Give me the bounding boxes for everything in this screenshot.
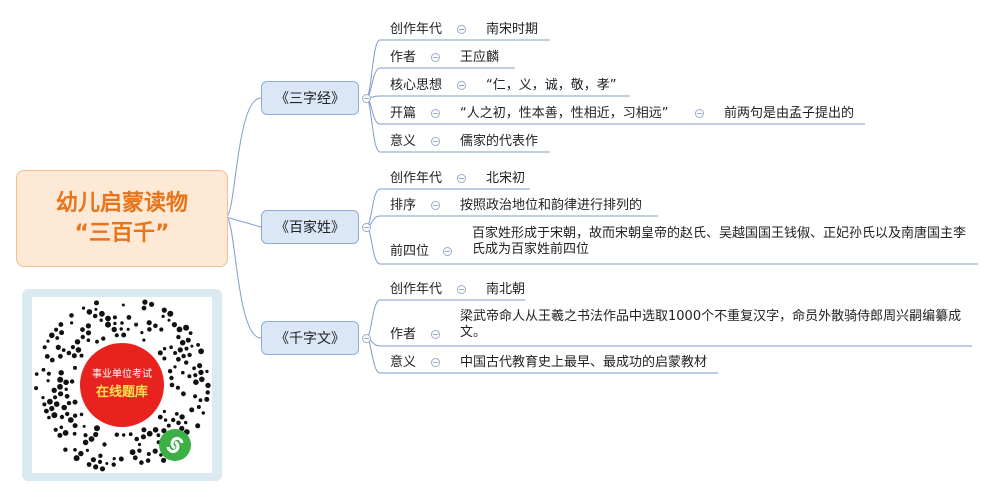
item-key: 排序 [390, 198, 417, 213]
item-key: 创作年代 [390, 171, 443, 186]
item-value: 南宋时期 [486, 22, 539, 37]
item-value: “仁，义，诚，敬，孝” [486, 78, 617, 93]
item-key: 前四位 [390, 244, 430, 259]
item-subvalue: 前两句是由孟子提出的 [724, 106, 855, 121]
item-value: “人之初，性本善，性相近，习相远” [460, 106, 669, 121]
root-topic[interactable]: 幼儿启蒙读物 “三百千” [16, 170, 228, 267]
mini-program-icon [159, 429, 191, 461]
collapse-icon[interactable] [457, 285, 466, 294]
collapse-icon[interactable] [431, 358, 440, 367]
root-title-line2: “三百千” [74, 220, 170, 246]
collapse-icon[interactable] [457, 174, 466, 183]
item-key: 作者 [390, 327, 417, 342]
branch-label: 《三字经》 [275, 91, 345, 107]
branch-label: 《千字文》 [275, 331, 345, 347]
item-key: 创作年代 [390, 22, 443, 37]
item-key: 开篇 [390, 106, 417, 121]
item-value: 儒家的代表作 [460, 134, 539, 149]
collapse-icon[interactable] [431, 109, 440, 118]
collapse-icon[interactable] [431, 137, 440, 146]
branch-baijiaxing[interactable]: 《百家姓》 [261, 210, 359, 244]
collapse-icon[interactable] [431, 330, 440, 339]
collapse-icon[interactable] [457, 81, 466, 90]
qr-line2: 在线题库 [96, 384, 148, 400]
collapse-icon[interactable] [362, 94, 371, 103]
collapse-icon[interactable] [362, 223, 371, 232]
qr-center-badge [80, 343, 164, 427]
item-value: 南北朝 [486, 282, 526, 297]
item-value: 北宋初 [486, 171, 526, 186]
collapse-icon[interactable] [431, 201, 440, 210]
item-value: 梁武帝命人从王羲之书法作品中选取1000个不重复汉字，命员外散骑侍郎周兴嗣编纂成… [460, 309, 962, 340]
item-key: 作者 [390, 50, 417, 65]
root-title-line1: 幼儿启蒙读物 [55, 190, 188, 216]
item-value: 按照政治地位和韵律进行排列的 [460, 198, 643, 213]
collapse-icon[interactable] [362, 334, 371, 343]
item-value: 王应麟 [460, 50, 500, 65]
qr-pattern: 事业单位考试 在线题库 [34, 299, 211, 472]
branch-sanzijing[interactable]: 《三字经》 [261, 81, 359, 115]
qr-code-panel: 事业单位考试 在线题库 [22, 289, 222, 481]
item-value: 中国古代教育史上最早、最成功的启蒙教材 [460, 355, 708, 370]
collapse-icon[interactable] [443, 247, 452, 256]
item-key: 核心思想 [390, 78, 443, 93]
branch-label: 《百家姓》 [275, 220, 345, 236]
collapse-icon[interactable] [457, 25, 466, 34]
collapse-icon[interactable] [431, 53, 440, 62]
item-key: 意义 [390, 355, 417, 370]
item-key: 意义 [390, 134, 417, 149]
item-key: 创作年代 [390, 282, 443, 297]
collapse-icon[interactable] [695, 109, 704, 118]
qr-line1: 事业单位考试 [92, 367, 152, 380]
qr-code: 事业单位考试 在线题库 [32, 297, 212, 473]
branch-qianziwen[interactable]: 《千字文》 [261, 321, 359, 355]
item-value: 百家姓形成于宋朝，故而宋朝皇帝的赵氏、吴越国国王钱俶、正妃孙氏以及南唐国主李氏成… [472, 226, 967, 257]
